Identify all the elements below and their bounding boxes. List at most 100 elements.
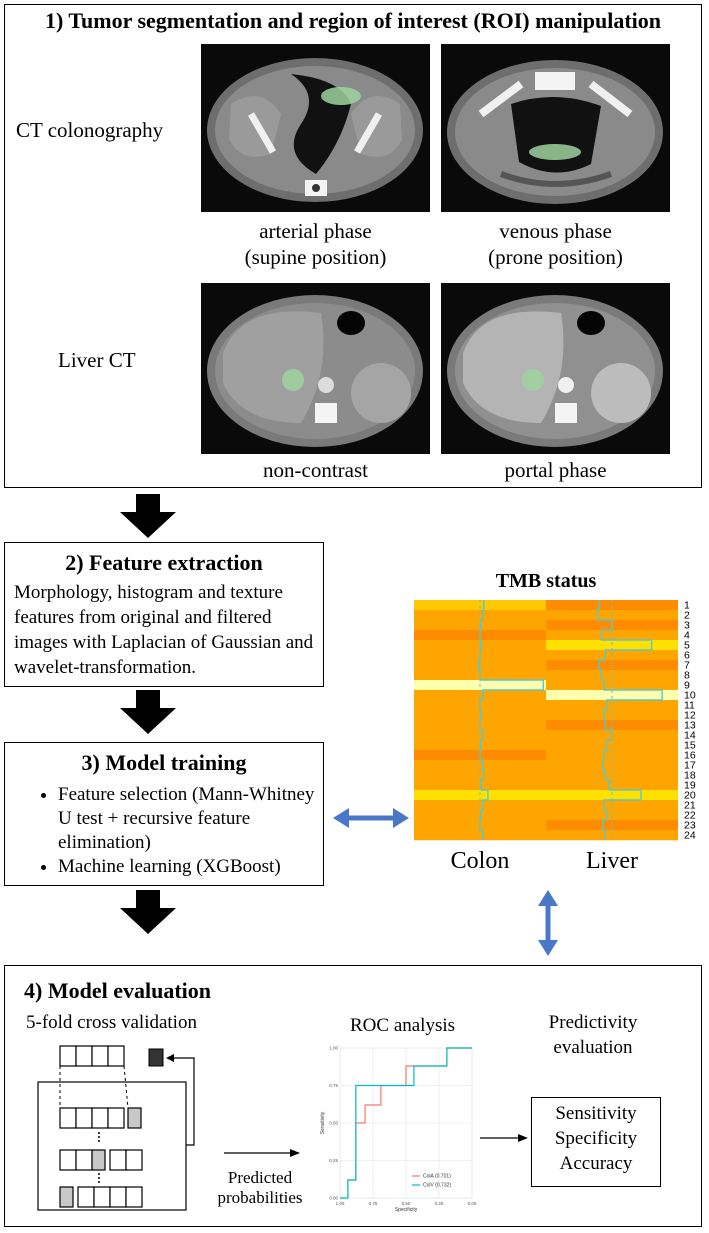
roc-y-tick-label: 0.25 [329, 1158, 338, 1163]
section3-box [4, 742, 324, 886]
heatmap-cell-liver-4 [546, 630, 678, 641]
heatmap-cell-liver-16 [546, 750, 678, 761]
down-arrow-2 [120, 690, 176, 734]
heatmap-cell-liver-19 [546, 780, 678, 791]
heatmap-row-label-5: 5 [684, 640, 690, 652]
roc-label: ROC analysis [350, 1015, 456, 1036]
roc-curve-1 [340, 1047, 472, 1199]
heatmap-row-label-14: 14 [684, 730, 696, 742]
heatmap-row-label-21: 21 [684, 800, 696, 812]
caption-portal: portal phase [504, 458, 607, 482]
heatmap-col-label-liver: Liver [586, 848, 638, 874]
heatmap-cell-liver-1 [546, 600, 678, 611]
metric-sensitivity: Sensitivity [555, 1103, 637, 1124]
metric-specificity: Specificity [554, 1128, 638, 1149]
roc-x-tick-label: 0.75 [369, 1201, 378, 1206]
heatmap-row-label-17: 17 [684, 760, 696, 772]
heatmap-row-label-19: 19 [684, 780, 696, 792]
heatmap-row-label-23: 23 [684, 820, 696, 832]
roc-x-tick-label: 0.00 [468, 1201, 477, 1206]
heatmap-col-label-colon: Colon [450, 848, 510, 874]
section4-title: 4) Model evaluation [24, 978, 211, 1003]
heatmap-cell-liver-11 [546, 700, 678, 711]
liver-ct-noncontrast-image [201, 283, 430, 454]
predicted-label-line2: probabilities [217, 1188, 303, 1207]
section2-body: Morphology, histogram and texture featur… [14, 582, 314, 678]
heatmap-cell-liver-13 [546, 720, 678, 731]
section3-bullet-list: Feature selection (Mann-Whitney U test +… [34, 783, 326, 879]
heatmap-row-label-11: 11 [684, 700, 695, 712]
cv-label: 5-fold cross validation [26, 1012, 197, 1033]
heatmap-trace-liver [596, 600, 663, 840]
heatmap-row-label-24: 24 [684, 830, 696, 842]
liver-ct-portal-image [441, 283, 670, 454]
heatmap-cell-colon-7 [414, 660, 546, 671]
roc-y-tick-label: 1.00 [329, 1046, 338, 1051]
held-out-fold-box [148, 1048, 164, 1067]
roc-y-tick-label: 0.75 [329, 1083, 338, 1088]
heatmap-cell-colon-14 [414, 730, 546, 741]
section2-title: 2) Feature extraction [65, 550, 263, 575]
section1-title: 1) Tumor segmentation and region of inte… [44, 8, 662, 33]
heatmap-row-label-7: 7 [684, 660, 690, 672]
heatmap-cell-colon-19 [414, 780, 546, 791]
heatmap-row-label-8: 8 [684, 670, 690, 682]
bidirectional-arrow-horizontal [333, 808, 409, 828]
roc-x-tick-label: 0.25 [435, 1201, 444, 1206]
heatmap-cell-colon-2 [414, 610, 546, 621]
heatmap-row-label-3: 3 [684, 620, 690, 632]
roc-x-axis-label: Specificity [395, 1207, 418, 1213]
caption-arterial-line2: (supine position) [244, 245, 387, 269]
down-arrow-3 [120, 890, 176, 934]
heatmap-cell-liver-17 [546, 760, 678, 771]
bullet-feature-selection: Feature selection (Mann-Whitney U test +… [58, 783, 326, 855]
predicted-label-line1: Predicted [227, 1168, 293, 1187]
roc-y-axis-label: Sensitivity [320, 1111, 326, 1134]
caption-venous-line2: (prone position) [488, 245, 623, 269]
row2-label: Liver CT [58, 348, 136, 372]
caption-venous-line1: venous phase [499, 219, 612, 243]
heatmap-row-label-20: 20 [684, 790, 696, 802]
heatmap-row-label-9: 9 [684, 680, 690, 692]
metrics-box [531, 1097, 661, 1187]
heatmap-cell-colon-10 [414, 690, 546, 701]
metric-accuracy: Accuracy [559, 1153, 633, 1174]
heatmap-cell-colon-20 [414, 790, 546, 801]
heatmap-row-label-2: 2 [684, 610, 690, 622]
heatmap-cell-liver-5 [546, 640, 678, 651]
heatmap-cell-colon-5 [414, 640, 546, 651]
section2-box [4, 542, 324, 687]
bidirectional-arrow-vertical [538, 890, 558, 956]
roc-x-tick-label: 1.00 [336, 1201, 345, 1206]
ct-colonography-venous-image [441, 44, 670, 212]
cross-validation-diagram [37, 1045, 195, 1211]
heatmap-row-label-22: 22 [684, 810, 696, 822]
heatmap-row-label-4: 4 [684, 630, 690, 642]
bullet-machine-learning: Machine learning (XGBoost) [58, 855, 326, 879]
fold-strip-top [59, 1045, 125, 1067]
heatmap-cell-liver-23 [546, 820, 678, 831]
heatmap-cell-liver-22 [546, 810, 678, 821]
roc-legend-label-0: ColA (0.701) [423, 1174, 451, 1180]
heatmap-row-label-15: 15 [684, 740, 696, 752]
heatmap-title: TMB status [495, 570, 597, 592]
predictivity-label-line2: evaluation [553, 1037, 633, 1058]
section3-title: 3) Model training [81, 750, 247, 775]
heatmap-cell-liver-7 [546, 660, 678, 671]
heatmap-row-label-18: 18 [684, 770, 696, 782]
caption-arterial-line1: arterial phase [259, 219, 372, 243]
heatmap-cell-liver-10 [546, 690, 678, 701]
roc-y-tick-label: 0.50 [329, 1121, 338, 1126]
predictivity-label-line1: Predictivity [548, 1012, 638, 1033]
heatmap-row-label-13: 13 [684, 720, 696, 732]
heatmap-cell-colon-1 [414, 600, 546, 611]
heatmap-row-label-12: 12 [684, 710, 696, 722]
roc-x-tick-label: 0.50 [402, 1201, 411, 1206]
heatmap-cell-colon-17 [414, 760, 546, 771]
heatmap-row-label-1: 1 [684, 600, 690, 612]
heatmap-row-label-10: 10 [684, 690, 696, 702]
caption-noncontrast: non-contrast [263, 458, 368, 482]
to-metrics-arrow [480, 1134, 528, 1142]
